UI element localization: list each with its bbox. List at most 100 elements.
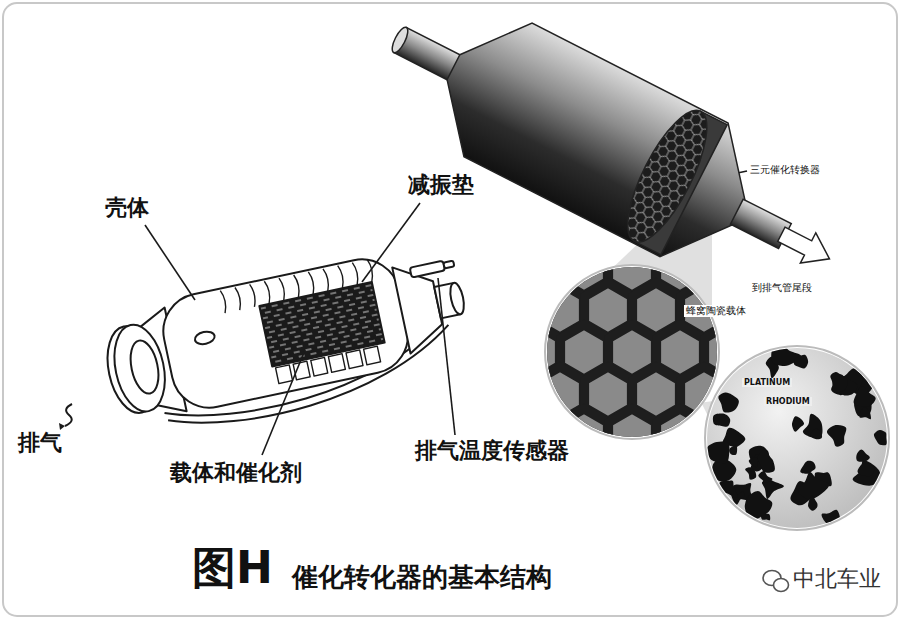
converter-drawing: [338, 265, 345, 288]
converter-drawing: [250, 284, 257, 307]
zoom-circle: [705, 346, 889, 530]
converter-drawing: [220, 290, 227, 313]
catalyst-particle: [808, 496, 817, 511]
converter-cylinder: [361, 0, 863, 326]
catalyst-particle: [858, 463, 875, 477]
converter-drawing: [346, 350, 363, 369]
catalyst-particle: [749, 458, 759, 468]
honeycomb-cell: [489, 367, 536, 421]
honeycomb-cell: [825, 199, 872, 253]
honeycomb-cell: [489, 199, 536, 253]
honeycomb-cell: [513, 493, 560, 547]
honeycomb-cell: [633, 199, 680, 253]
converter-drawing: [294, 275, 301, 298]
leader-lines: [145, 225, 195, 300]
converter-cylinder: [389, 25, 411, 54]
honeycomb-cell: [825, 283, 872, 337]
honeycomb-cell: [465, 241, 512, 295]
converter-drawing: [156, 252, 415, 414]
honeycomb-cell: [513, 157, 560, 211]
honeycomb-cell: [561, 157, 608, 211]
part-label: 蜂窝陶瓷载体: [684, 305, 748, 317]
figure-caption: 催化转化器的基本结构: [292, 563, 552, 593]
catalyst-particle: [810, 428, 822, 439]
catalyst-particle: [859, 407, 871, 419]
honeycomb-cell: [417, 241, 464, 295]
catalyst-particle: [874, 430, 887, 445]
honeycomb-cell: [465, 493, 512, 547]
honeycomb-cell: [585, 451, 632, 505]
converter-drawing: [194, 330, 216, 346]
catalyst-particle: [792, 416, 804, 432]
catalyst-particle: [794, 355, 808, 369]
converter-drawing: [259, 282, 384, 367]
catalyst-particles: [707, 347, 887, 524]
honeycomb-cell: [633, 451, 680, 505]
converter-cylinder: [774, 219, 838, 274]
honeycomb-cell: [465, 325, 512, 379]
catalyst-particle: [856, 449, 870, 461]
honeycomb-cell: [609, 157, 656, 211]
honeycomb-cell: [441, 283, 488, 337]
watermark-icon: [774, 579, 789, 592]
catalyst-particle: [745, 467, 756, 480]
honeycomb-cell: [417, 325, 464, 379]
part-label: 排气: [18, 430, 62, 455]
leader-lines: [362, 203, 420, 282]
converter-drawing: [276, 346, 381, 383]
honeycomb-cell: [777, 199, 824, 253]
leader-lines: [438, 278, 455, 435]
honeycomb-cell: [657, 409, 704, 463]
honeycomb-cell: [609, 409, 656, 463]
catalyst-particle: [798, 472, 829, 500]
converter-drawing: [97, 240, 479, 447]
converter-drawing: [443, 261, 454, 269]
catalyst-particle: [729, 445, 737, 455]
catalyst-particle: [758, 471, 772, 483]
honeycomb-cell: [513, 241, 560, 295]
converter-drawing: [364, 346, 381, 365]
honeycomb-cell: [729, 199, 776, 253]
converter-drawing: [448, 282, 466, 316]
part-label: 减振垫: [408, 172, 474, 197]
converter-drawing: [328, 354, 345, 373]
converter-cylinder: [613, 100, 722, 252]
honeycomb-cell: [609, 493, 656, 547]
catalyst-particle: [758, 450, 775, 473]
catalyst-particle: [713, 413, 730, 426]
watermark: 中北车业: [793, 566, 881, 591]
honeycomb-cell: [657, 157, 704, 211]
catalyst-particle: [747, 491, 772, 517]
catalyst-particle: [853, 461, 880, 486]
honeycomb-cell: [681, 199, 728, 253]
material-label: RHODIUM: [764, 397, 812, 406]
figure-number: 图H: [192, 543, 273, 594]
part-label: 到排气管尾段: [752, 282, 812, 294]
honeycomb-cell: [537, 199, 584, 253]
material-label: PLATINUM: [742, 378, 792, 387]
flow-mark: [59, 423, 65, 430]
converter-drawing: [308, 271, 315, 294]
honeycomb-cell: [441, 199, 488, 253]
part-label: 三元催化转换器: [750, 164, 820, 176]
part-label: 载体和催化剂: [170, 460, 302, 485]
converter-cylinder: [419, 0, 772, 279]
converter-drawing: [235, 287, 242, 310]
honeycomb-cell: [705, 157, 752, 211]
honeycomb-cell: [489, 283, 536, 337]
catalyst-particle: [800, 461, 815, 474]
zoom-circle: [707, 348, 887, 528]
converter-drawing: [311, 357, 328, 376]
honeycomb-cell: [585, 199, 632, 253]
catalyst-particle: [830, 372, 847, 392]
converter-drawing: [264, 281, 271, 304]
honeycomb-cell: [705, 241, 752, 295]
watermark-icon: [763, 571, 789, 592]
catalyst-particle: [822, 510, 840, 525]
part-label: 壳体: [105, 195, 149, 220]
catalyst-particle: [718, 480, 738, 498]
part-label: 排气温度传感器: [415, 438, 569, 463]
catalyst-particle: [827, 425, 846, 447]
flow-mark: [65, 404, 72, 426]
